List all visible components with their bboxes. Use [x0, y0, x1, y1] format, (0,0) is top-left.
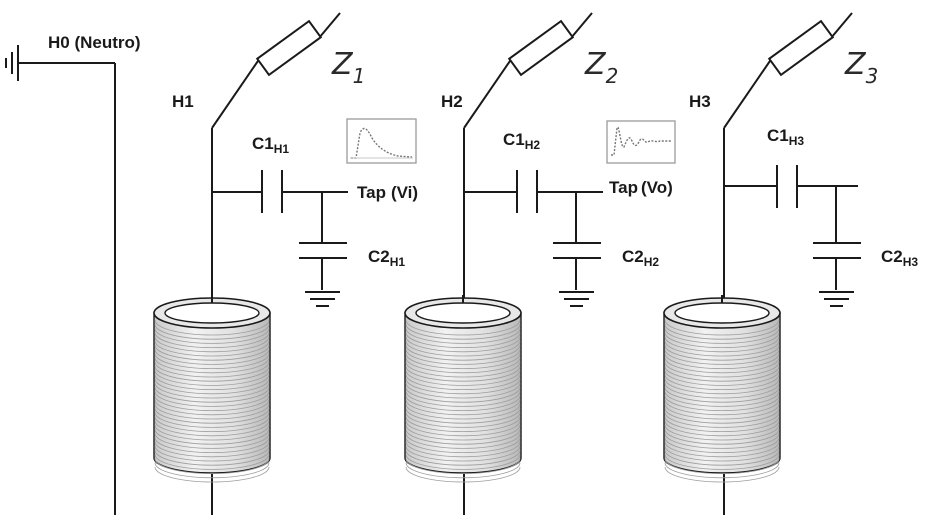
waveform-input-thumbnail [346, 118, 417, 164]
c2-label: C2H1 [368, 247, 405, 269]
c2-label: C2H3 [881, 247, 918, 269]
coil-winding [404, 295, 522, 483]
waveform-output-thumbnail [606, 120, 676, 164]
neutral-label: H0 (Neutro) [48, 33, 141, 52]
ground-icon [305, 291, 340, 307]
impedance-z3 [767, 19, 835, 77]
phase-h1: Z1 H1 C1H1 C2H1 Tap(Vi) [172, 12, 418, 515]
impedance-label: Z3 [844, 47, 878, 88]
impedance-label: Z2 [584, 47, 618, 88]
c1-label: C1H3 [767, 126, 804, 148]
coil-winding [153, 295, 271, 483]
tap-label: Tap(Vo) [609, 178, 673, 197]
impedance-z1 [255, 19, 323, 77]
terminal-label: H1 [172, 92, 194, 111]
c1-label: C1H2 [503, 130, 540, 152]
neutral-ground-icon [5, 45, 115, 81]
impedance-z2 [507, 19, 575, 77]
terminal-label: H2 [441, 92, 463, 111]
ground-icon [819, 291, 854, 307]
ground-icon [559, 291, 594, 307]
terminal-label: H3 [689, 92, 711, 111]
tap-label: Tap(Vi) [357, 183, 418, 202]
impedance-label: Z1 [331, 47, 365, 88]
c1-label: C1H1 [252, 134, 289, 156]
coil-winding [663, 295, 781, 483]
phase-h2: Z2 H2 C1H2 C2H2 Tap(Vo) [441, 12, 673, 515]
c2-label: C2H2 [622, 247, 659, 269]
